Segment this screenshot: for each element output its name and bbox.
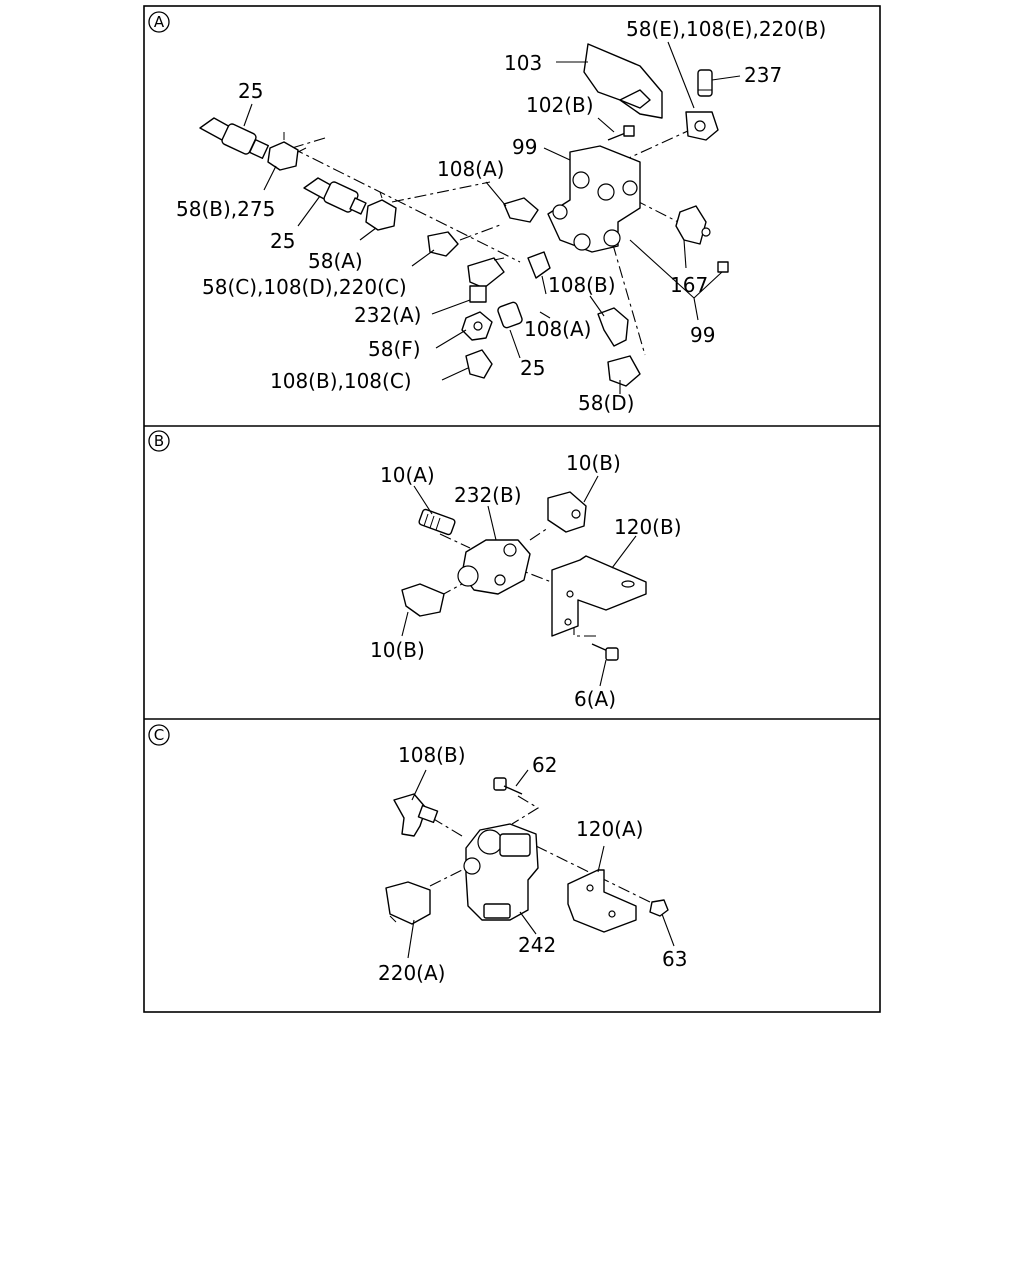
- section-c: C: [148, 724, 687, 985]
- fitting-220a: [385, 881, 431, 925]
- bracket-167: [675, 205, 711, 245]
- section-c-marker: C: [148, 724, 170, 746]
- fitting-108a-lower: [527, 251, 551, 279]
- label-108a-lower: 108(A): [524, 317, 591, 341]
- bolt-6a: [591, 643, 619, 661]
- fitting-10a: [418, 508, 456, 536]
- label-120b: 120(B): [614, 515, 682, 539]
- label-102b: 102(B): [526, 93, 594, 117]
- fitting-10b-lower: [401, 583, 445, 617]
- label-10b-upper: 10(B): [566, 451, 621, 475]
- fitting-108b: [597, 307, 629, 347]
- label-62: 62: [532, 753, 557, 777]
- diagram-frame: [143, 5, 881, 1013]
- label-10b-lower: 10(B): [370, 638, 425, 662]
- label-58a: 58(A): [308, 249, 363, 273]
- label-232a: 232(A): [354, 303, 421, 327]
- label-232b: 232(B): [454, 483, 522, 507]
- label-10a: 10(A): [380, 463, 435, 487]
- bracket-103: [583, 43, 663, 119]
- fitting-10b-upper: [547, 491, 587, 533]
- section-a-marker: A: [148, 11, 170, 33]
- section-a-marker-letter: A: [154, 13, 165, 31]
- connection-line: [429, 865, 471, 887]
- connection-line: [431, 817, 463, 837]
- bolt-99-right: [717, 261, 729, 273]
- valve-232b: [457, 539, 531, 595]
- label-58e-108e-220b: 58(E),108(E),220(B): [626, 17, 826, 41]
- connection-line: [511, 795, 540, 825]
- nut-63: [649, 899, 669, 917]
- label-220a: 220(A): [378, 961, 445, 985]
- fitting-58b: [267, 132, 307, 171]
- fitting-237: [697, 69, 713, 97]
- label-167: 167: [670, 273, 708, 297]
- connection-line: [291, 137, 326, 149]
- connection-line: [391, 181, 491, 203]
- tee-fitting: [427, 231, 459, 257]
- fitting-108a-upper: [503, 197, 539, 223]
- fitting-58e: [685, 111, 719, 141]
- connection-line: [439, 533, 471, 549]
- fitting-58f: [461, 311, 493, 341]
- bracket-120a: [567, 869, 637, 933]
- fitting-58a: [365, 191, 397, 231]
- label-25-middle: 25: [270, 229, 295, 253]
- section-b-marker: B: [148, 430, 170, 452]
- label-58f: 58(F): [368, 337, 421, 361]
- section-c-marker-letter: C: [154, 726, 164, 744]
- fitting-232a: [469, 285, 487, 303]
- connection-line: [459, 224, 501, 241]
- section-b: B: [148, 430, 682, 711]
- connection-line: [529, 527, 549, 541]
- label-237: 237: [744, 63, 782, 87]
- fitting-108b-c: [393, 793, 439, 837]
- label-120a: 120(A): [576, 817, 643, 841]
- label-58b-275: 58(B),275: [176, 197, 275, 221]
- label-6a: 6(A): [574, 687, 616, 711]
- label-58c-108d-220c: 58(C),108(D),220(C): [202, 275, 407, 299]
- label-108a-upper: 108(A): [437, 157, 504, 181]
- label-58d: 58(D): [578, 391, 634, 415]
- label-108b-c: 108(B): [398, 743, 466, 767]
- bracket-120b: [551, 555, 647, 637]
- connection-line: [291, 147, 521, 263]
- fitting-25-top: [199, 117, 270, 160]
- fitting-108bc: [465, 349, 493, 379]
- label-63: 63: [662, 947, 687, 971]
- label-25-top: 25: [238, 79, 263, 103]
- fitting-58c: [467, 257, 505, 289]
- section-a: A: [148, 11, 826, 415]
- bolt-102b: [607, 125, 635, 141]
- fitting-25-lower: [497, 301, 523, 329]
- valve-242: [463, 823, 539, 921]
- label-103: 103: [504, 51, 542, 75]
- label-108b-108c: 108(B),108(C): [270, 369, 412, 393]
- connection-line: [619, 129, 691, 163]
- label-99-top: 99: [512, 135, 537, 159]
- valve-body: [547, 145, 641, 253]
- label-242: 242: [518, 933, 556, 957]
- fitting-25-middle: [303, 177, 367, 215]
- label-108b-a: 108(B): [548, 273, 616, 297]
- label-25-lower: 25: [520, 356, 545, 380]
- bolt-62: [493, 777, 523, 795]
- label-99-bottom: 99: [690, 323, 715, 347]
- section-b-marker-letter: B: [154, 432, 164, 450]
- fitting-58d: [607, 355, 641, 387]
